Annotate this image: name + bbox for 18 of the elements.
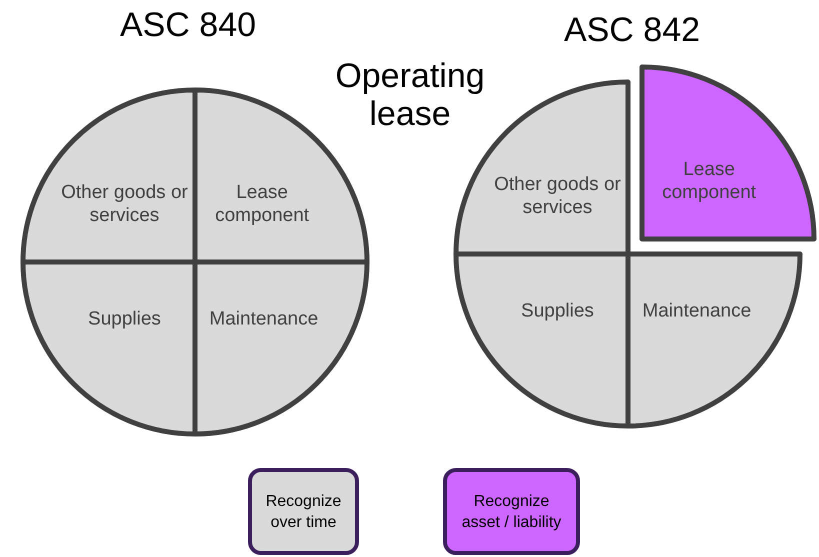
pie-segment — [195, 262, 367, 434]
segment-label: Other goods or services — [60, 180, 189, 227]
segment-label: Other goods or services — [493, 172, 622, 219]
chart-title: ASC 842 — [564, 11, 700, 49]
annotation-label: Operating lease — [334, 57, 486, 133]
legend-key: Recognize asset / liability — [443, 468, 580, 555]
chart-title: ASC 840 — [120, 6, 256, 44]
segment-label: Supplies — [87, 307, 162, 330]
segment-label: Supplies — [520, 299, 595, 322]
segment-label: Maintenance — [641, 299, 752, 322]
segment-label: Lease component — [214, 180, 310, 227]
pie-segment — [23, 262, 195, 434]
segment-label: Maintenance — [208, 307, 320, 330]
pie-segment — [642, 67, 814, 239]
pie-segment — [628, 254, 800, 426]
pie-segment — [456, 254, 628, 426]
legend-key: Recognize over time — [248, 468, 359, 555]
segment-label: Lease component — [661, 158, 758, 204]
